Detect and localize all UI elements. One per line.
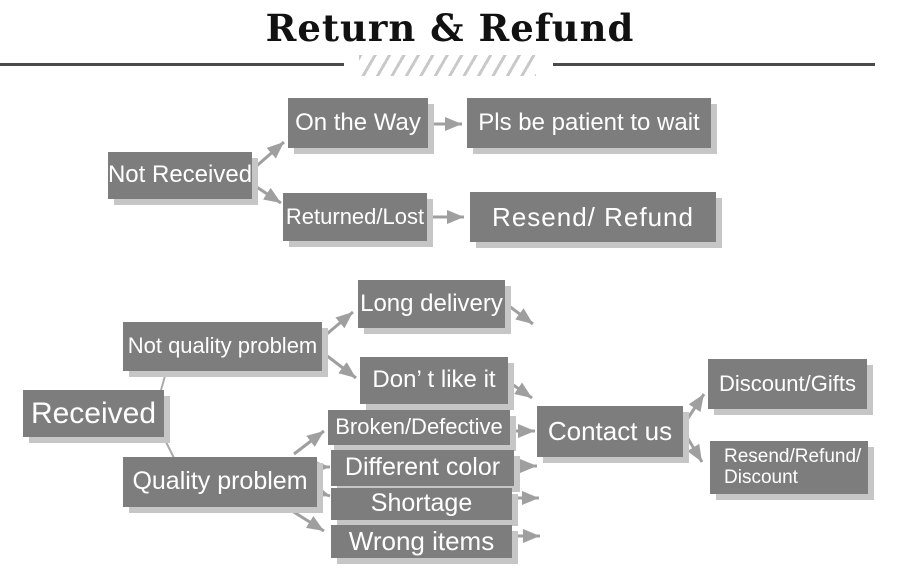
node-quality-problem-label: Quality problem <box>132 467 308 496</box>
node-on-the-way-label: On the Way <box>295 108 421 136</box>
connector-contact-us-to-discount-gifts <box>682 393 706 425</box>
node-long-delivery: Long delivery <box>358 280 505 328</box>
node-not-received: Not Received <box>108 152 252 199</box>
node-resend-refund-discount: Resend/Refund/ Discount <box>710 441 868 494</box>
node-different-color: Different color <box>331 450 514 486</box>
hatch-decoration <box>359 55 536 76</box>
connector-not-quality-to-long-delivery <box>321 310 354 340</box>
node-different-color-label: Different color <box>344 453 501 482</box>
connector-received-to-not-quality-problem <box>160 368 168 391</box>
node-not-received-label: Not Received <box>107 161 253 189</box>
node-on-the-way: On the Way <box>288 98 428 148</box>
connector-quality-to-shortage <box>311 483 331 498</box>
node-resend-refund-label: Resend/ Refund <box>492 201 694 232</box>
node-discount-gifts: Discount/Gifts <box>708 359 867 409</box>
node-resend-refund-discount-line2: Discount <box>724 466 798 488</box>
page-title: Return & Refund <box>265 6 635 50</box>
node-resend-refund: Resend/ Refund <box>470 192 716 242</box>
connector-contact-us-to-resend-refund-discount <box>682 431 704 463</box>
node-received: Received <box>23 390 164 437</box>
node-contact-us: Contact us <box>537 406 683 457</box>
node-pls-be-patient: Pls be patient to wait <box>467 98 711 148</box>
node-contact-us-label: Contact us <box>547 416 673 447</box>
node-resend-refund-discount-line1: Resend/Refund/ <box>724 445 862 467</box>
node-returned-lost-label: Returned/Lost <box>285 203 425 229</box>
node-dont-like-it: Don’ t like it <box>360 357 508 404</box>
node-not-quality-problem: Not quality problem <box>123 322 322 371</box>
connector-long-delivery-out <box>504 301 534 326</box>
node-shortage-label: Shortage <box>370 489 473 518</box>
divider-line-right <box>553 63 875 66</box>
node-pls-be-patient-label: Pls be patient to wait <box>478 108 700 136</box>
node-broken-defective-label: Broken/Defective <box>335 414 503 440</box>
connector-quality-to-wrong-items <box>288 507 325 533</box>
connector-received-to-quality-problem <box>163 437 175 459</box>
divider-line-left <box>0 63 344 66</box>
connector-quality-to-broken-defective <box>293 429 325 456</box>
node-shortage: Shortage <box>331 488 512 520</box>
node-wrong-items: Wrong items <box>331 525 512 558</box>
connector-not-received-to-on-the-way <box>251 140 285 172</box>
node-long-delivery-label: Long delivery <box>360 289 503 317</box>
node-returned-lost: Returned/Lost <box>283 193 427 241</box>
node-received-label: Received <box>30 397 157 430</box>
node-quality-problem: Quality problem <box>123 457 317 507</box>
node-broken-defective: Broken/Defective <box>328 410 510 445</box>
connector-dont-like-it-to-contact-us <box>508 380 533 400</box>
connector-not-quality-to-dont-like-it <box>321 350 357 380</box>
node-discount-gifts-label: Discount/Gifts <box>719 370 856 396</box>
connector-not-received-to-returned-lost <box>251 182 282 205</box>
node-wrong-items-label: Wrong items <box>348 526 495 557</box>
node-not-quality-problem-label: Not quality problem <box>127 333 318 359</box>
node-dont-like-it-label: Don’ t like it <box>372 366 496 394</box>
